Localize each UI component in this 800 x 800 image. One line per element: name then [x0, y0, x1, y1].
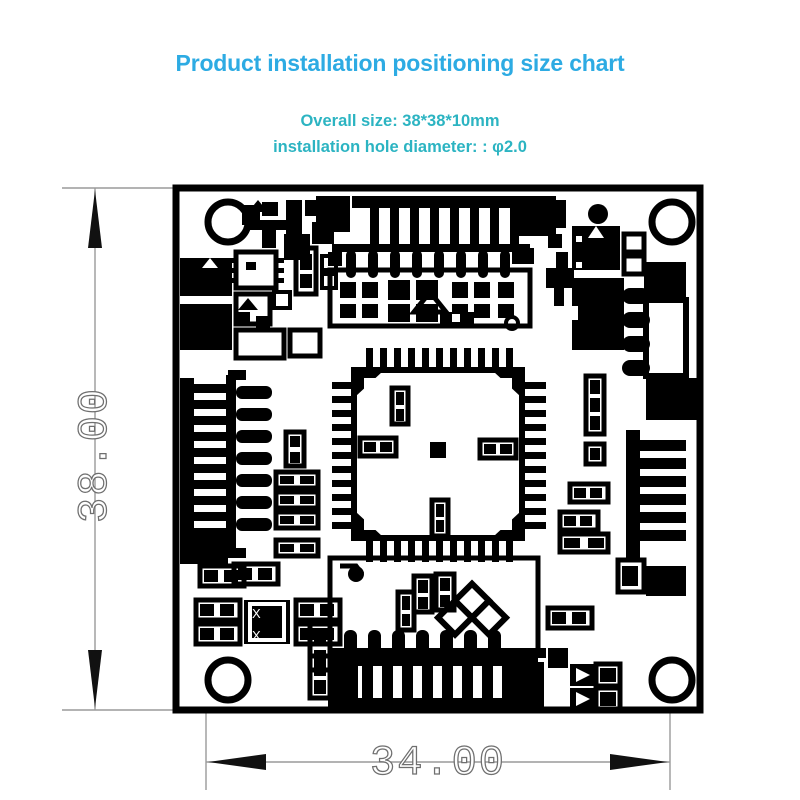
subtitle-hole-diameter: installation hole diameter: : φ2.0	[273, 138, 527, 156]
dimension-label-horizontal: 34.00	[370, 739, 506, 787]
components-right-mid	[557, 373, 686, 596]
mounting-hole-bottom-right	[648, 656, 696, 704]
pcb-board: X X	[172, 184, 704, 714]
page-title: Product installation positioning size ch…	[175, 50, 625, 76]
dimension-vertical-38: 38.00	[62, 187, 182, 711]
components-mid-top	[327, 267, 533, 331]
pcb-artwork: X X	[180, 196, 697, 707]
connector-bottom	[328, 630, 546, 707]
subtitle-group: Overall size: 38*38*10mm installation ho…	[0, 108, 800, 160]
subtitle-overall-size: Overall size: 38*38*10mm	[300, 112, 500, 130]
qfp-chip	[332, 348, 546, 562]
components-top-left	[180, 200, 338, 361]
svg-text:X: X	[252, 606, 261, 621]
heading-block: Product installation positioning size ch…	[0, 0, 800, 175]
components-bottom-left: X X	[193, 561, 343, 701]
dimension-label-vertical: 38.00	[71, 387, 119, 523]
components-left-mid	[273, 429, 321, 559]
mounting-holes	[204, 198, 696, 704]
dimension-horizontal-34: 34.00	[205, 700, 671, 790]
components-bottom-right	[548, 648, 623, 707]
connector-left	[180, 370, 272, 564]
svg-text:X: X	[252, 628, 261, 643]
mounting-hole-bottom-left	[204, 656, 252, 704]
components-top-right	[540, 200, 697, 420]
mounting-hole-top-right	[648, 198, 696, 246]
